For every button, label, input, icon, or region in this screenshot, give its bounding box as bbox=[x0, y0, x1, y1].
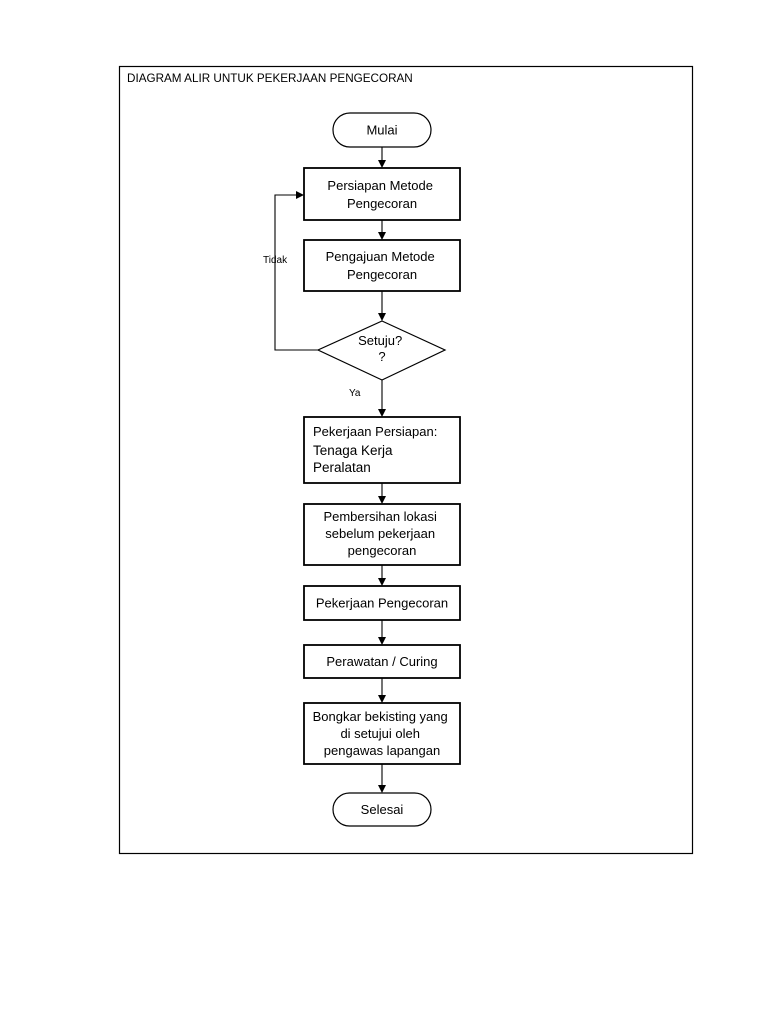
end-terminator: Selesai bbox=[332, 792, 432, 827]
arrowhead bbox=[378, 232, 386, 240]
arrowhead bbox=[378, 578, 386, 586]
end-terminator-shape bbox=[332, 792, 432, 827]
arrow-pengajuan-to-decision bbox=[378, 291, 386, 321]
process-box bbox=[303, 416, 461, 484]
arrowhead bbox=[378, 160, 386, 168]
arrowhead bbox=[378, 313, 386, 321]
decision-setuju: Setuju? ? bbox=[316, 320, 447, 381]
arrow-decision-ya bbox=[378, 380, 386, 417]
arrow-perawatan-to-bongkar bbox=[378, 678, 386, 703]
process-bongkar-bekisting: Bongkar bekisting yang di setujui oleh p… bbox=[303, 702, 461, 765]
arrow-persiapan-to-pembersihan bbox=[378, 483, 386, 504]
diagram-title: DIAGRAM ALIR UNTUK PEKERJAAN PENGECORAN bbox=[127, 72, 413, 85]
arrowhead bbox=[378, 785, 386, 793]
process-box bbox=[303, 702, 461, 765]
process-box bbox=[303, 585, 461, 621]
process-box bbox=[303, 503, 461, 566]
flowchart-frame bbox=[118, 65, 694, 855]
arrowhead bbox=[378, 637, 386, 645]
start-terminator: Mulai bbox=[332, 112, 432, 148]
start-label: Mulai bbox=[366, 123, 397, 138]
arrow-start-to-persiapan bbox=[378, 147, 386, 168]
process-pembersihan-lokasi: Pembersihan lokasi sebelum pekerjaan pen… bbox=[303, 503, 461, 566]
arrowhead bbox=[378, 695, 386, 703]
decision-label-line: Setuju? bbox=[358, 333, 402, 348]
process-persiapan-metode: Persiapan Metode Pengecoran bbox=[303, 167, 461, 221]
process-label-line: Peralatan bbox=[313, 460, 371, 475]
decision-label-line: ? bbox=[378, 349, 385, 364]
end-label: Selesai bbox=[361, 802, 404, 817]
process-label: Pengajuan Metode Pengecoran bbox=[326, 249, 439, 282]
process-pengajuan-metode: Pengajuan Metode Pengecoran bbox=[303, 239, 461, 292]
arrow-decision-tidak-loop bbox=[274, 191, 318, 351]
arrow-pembersihan-to-pengecoran bbox=[378, 565, 386, 586]
edge-label-ya: Ya bbox=[349, 388, 361, 399]
process-label: Bongkar bekisting yang di setujui oleh p… bbox=[313, 709, 452, 758]
process-label-line: Pengajuan Metode bbox=[326, 249, 435, 264]
decision-label: Setuju? ? bbox=[358, 333, 406, 364]
process-label-line: sebelum pekerjaan bbox=[325, 526, 435, 541]
process-label-line: di setujui oleh bbox=[340, 726, 420, 741]
process-pekerjaan-pengecoran: Pekerjaan Pengecoran bbox=[303, 585, 461, 621]
process-label-line: Pengecoran bbox=[347, 196, 417, 211]
process-box bbox=[303, 239, 461, 292]
arrowhead bbox=[378, 496, 386, 504]
process-box bbox=[303, 167, 461, 221]
arrow-bongkar-to-selesai bbox=[378, 764, 386, 793]
process-label-line: Perawatan / Curing bbox=[326, 654, 437, 669]
process-label: Persiapan Metode Pengecoran bbox=[327, 178, 436, 211]
process-label-line: Pekerjaan Persiapan: bbox=[313, 424, 437, 439]
process-label-line: Bongkar bekisting yang bbox=[313, 709, 448, 724]
process-label-line: Tenaga Kerja bbox=[313, 443, 393, 458]
process-label-line: Pengecoran bbox=[347, 267, 417, 282]
process-label-line: pengawas lapangan bbox=[324, 743, 440, 758]
process-label: Pembersihan lokasi sebelum pekerjaan pen… bbox=[323, 509, 440, 558]
arrow-persiapan-to-pengajuan bbox=[378, 220, 386, 240]
arrowhead bbox=[296, 191, 304, 199]
arrow-pengecoran-to-perawatan bbox=[378, 620, 386, 645]
arrowhead bbox=[378, 409, 386, 417]
process-label-line: Pembersihan lokasi bbox=[323, 509, 437, 524]
process-pekerjaan-persiapan: Pekerjaan Persiapan: Tenaga Kerja Perala… bbox=[303, 416, 461, 484]
arrow-line bbox=[274, 194, 318, 351]
process-perawatan-curing: Perawatan / Curing bbox=[303, 644, 461, 679]
process-label-line: Persiapan Metode bbox=[327, 178, 433, 193]
process-label-line: pengecoran bbox=[348, 543, 417, 558]
process-label-line: Pekerjaan Pengecoran bbox=[316, 596, 448, 611]
